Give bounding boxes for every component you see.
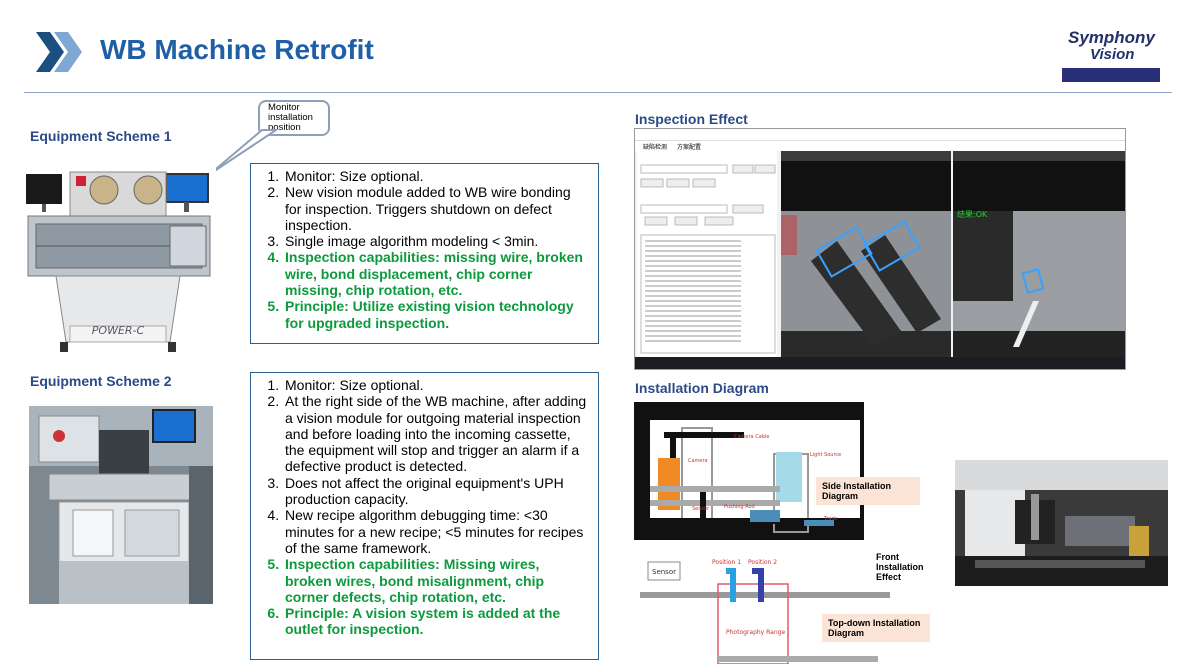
- side-installation-label: Side Installation Diagram: [816, 477, 920, 505]
- front-installation-label: Front Installation Effect: [870, 548, 948, 586]
- scheme1-item-4: Inspection capabilities: missing wire, b…: [283, 249, 588, 298]
- scheme1-list: Monitor: Size optional. New vision modul…: [261, 168, 588, 331]
- screenshot-tabs: 缺陷检测 方案配置: [635, 141, 1125, 151]
- scheme2-item-5: Inspection capabilities: Missing wires, …: [283, 556, 588, 605]
- page-title: WB Machine Retrofit: [100, 34, 374, 65]
- logo-text-line2: Vision: [1090, 46, 1135, 63]
- top-label-line1: Top-down Installation: [828, 618, 921, 628]
- callout-line2: installation: [268, 112, 313, 123]
- company-logo: Symphony Vision: [1062, 20, 1160, 82]
- wire-inspection-view-right: 结果:OK: [953, 151, 1125, 357]
- screenshot-titlebar: [635, 129, 1125, 141]
- wire-inspection-view-left: [781, 151, 951, 357]
- header-divider: [24, 92, 1172, 93]
- callout-line3: position: [268, 122, 301, 133]
- label-camera: Camera: [688, 458, 708, 464]
- label-sensor: Sensor: [652, 568, 676, 576]
- result-ok-text: 结果:OK: [957, 209, 988, 219]
- scheme2-item-6: Principle: A vision system is added at t…: [283, 605, 588, 638]
- screenshot-tab-1: 缺陷检测: [643, 145, 668, 151]
- installation-heading: Installation Diagram: [635, 380, 769, 396]
- inspection-software-screenshot: 缺陷检测 方案配置: [634, 128, 1126, 370]
- scheme2-item-3: Does not affect the original equipment's…: [283, 475, 588, 508]
- installation-diagram: Camera Cable Camera Light Source Pushing…: [634, 402, 890, 664]
- label-pushing-rod: Pushing Rod: [724, 504, 755, 510]
- label-light-source: Light Source: [810, 452, 841, 458]
- scheme2-item-4: New recipe algorithm debugging time: <30…: [283, 507, 588, 556]
- scheme2-item-2: At the right side of the WB machine, aft…: [283, 393, 588, 474]
- label-track: Track: [823, 516, 837, 522]
- scheme1-heading: Equipment Scheme 1: [30, 128, 172, 144]
- logo-text-line1: Symphony: [1068, 28, 1155, 47]
- scheme1-machine-photo: POWER-C: [20, 166, 216, 356]
- chevron-arrows-icon: [36, 32, 82, 72]
- front-label-line2: Effect: [876, 572, 902, 582]
- label-sensor-small: Sensor: [692, 506, 710, 512]
- front-installation-photo: [955, 460, 1168, 586]
- callout-line1: Monitor: [268, 102, 300, 113]
- inspection-heading: Inspection Effect: [635, 111, 748, 127]
- top-label-line2: Diagram: [828, 628, 865, 638]
- control-panel-graphic: [640, 164, 776, 354]
- inspection-image-right: 结果:OK: [953, 151, 1125, 357]
- scheme2-list: Monitor: Size optional. At the right sid…: [261, 377, 588, 638]
- screenshot-taskbar: [635, 357, 1125, 369]
- scheme2-heading: Equipment Scheme 2: [30, 373, 172, 389]
- scheme1-item-2: New vision module added to WB wire bondi…: [283, 184, 588, 233]
- logo-bar: [1062, 68, 1160, 82]
- topdown-installation-label: Top-down Installation Diagram: [822, 614, 930, 642]
- screenshot-tab-2: 方案配置: [677, 145, 702, 151]
- scheme2-machine-photo: [29, 406, 213, 604]
- callout-pointer: [209, 129, 280, 175]
- inspection-image-left: [781, 151, 951, 357]
- scheme1-description-box: Monitor: Size optional. New vision modul…: [250, 163, 599, 344]
- side-label-line1: Side Installation: [822, 481, 892, 491]
- scheme1-item-5: Principle: Utilize existing vision techn…: [283, 298, 588, 331]
- scheme1-item-1: Monitor: Size optional.: [283, 168, 588, 184]
- label-position1: Position 1: [712, 559, 741, 566]
- side-label-line2: Diagram: [822, 491, 859, 501]
- label-camera-cable: Camera Cable: [734, 434, 769, 440]
- front-label-line1: Front Installation: [876, 552, 924, 572]
- machine-brand-text: POWER-C: [92, 324, 145, 337]
- scheme2-item-1: Monitor: Size optional.: [283, 377, 588, 393]
- screenshot-control-panel: [637, 151, 777, 357]
- scheme2-description-box: Monitor: Size optional. At the right sid…: [250, 372, 599, 660]
- scheme1-item-3: Single image algorithm modeling < 3min.: [283, 233, 588, 249]
- label-photography-range: Photography Range: [726, 629, 785, 636]
- label-position2: Position 2: [748, 559, 777, 566]
